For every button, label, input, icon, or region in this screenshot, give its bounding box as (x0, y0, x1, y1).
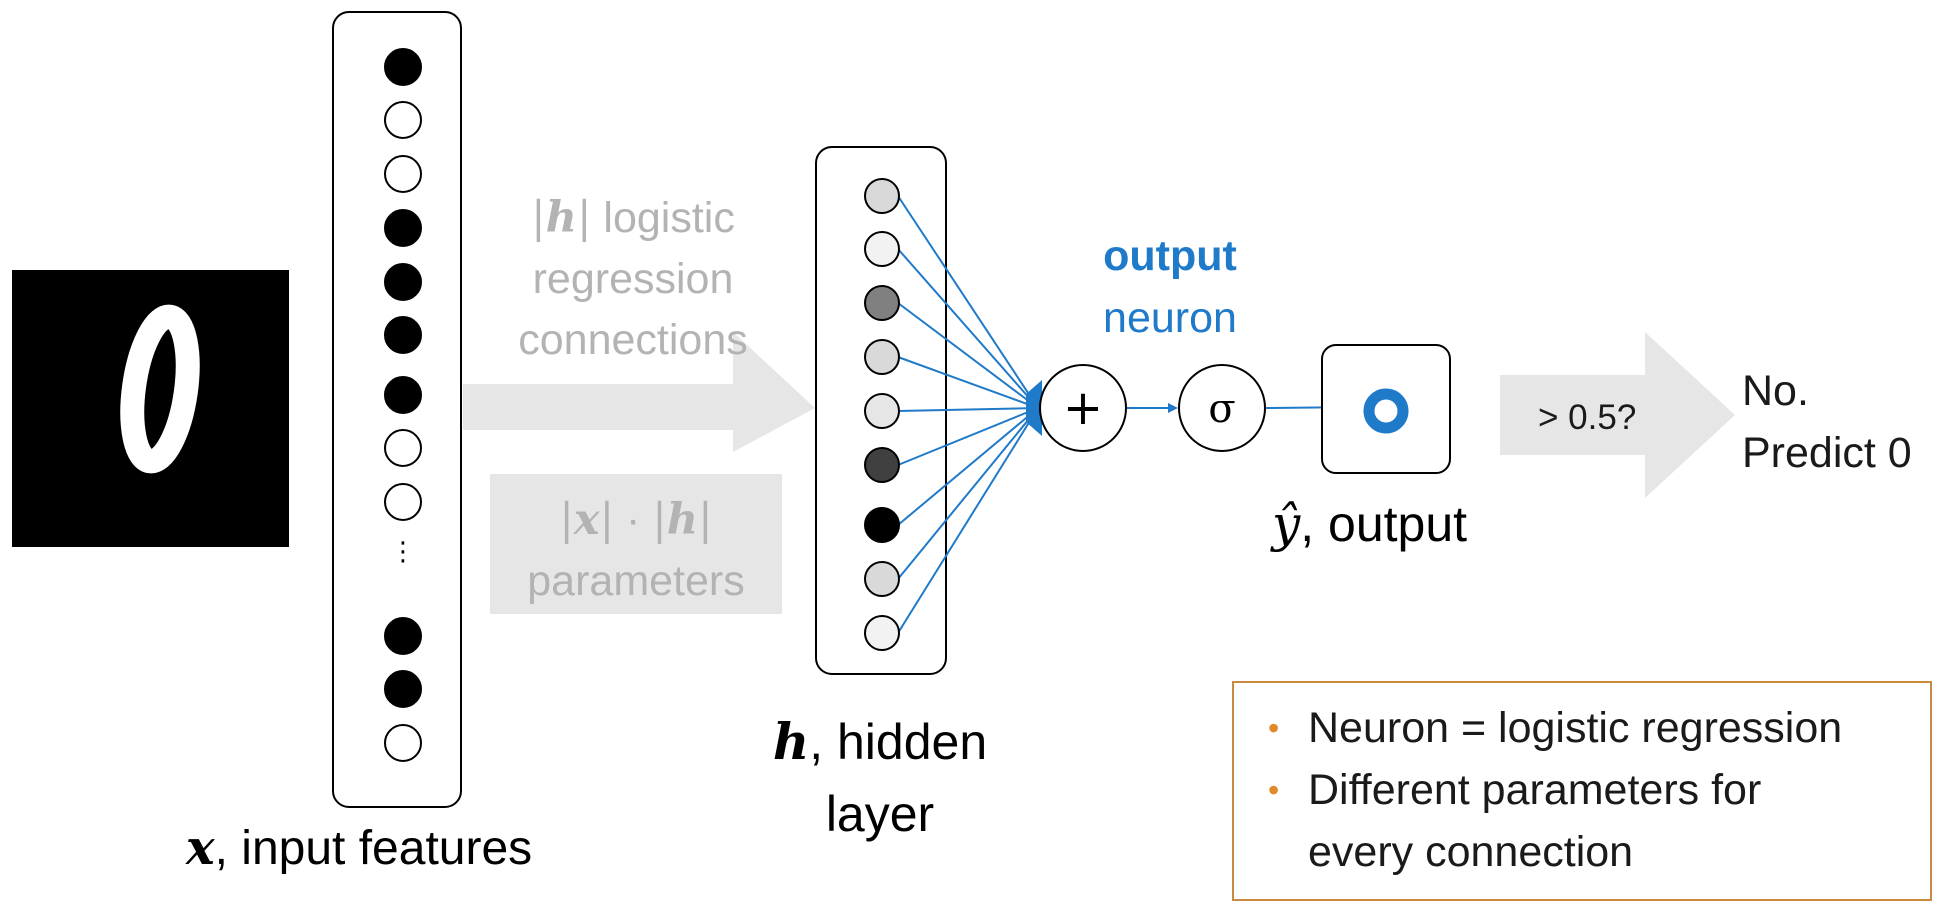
hidden-caption-text: , hidden (809, 714, 988, 770)
prediction-line2: Predict 0 (1742, 429, 1912, 477)
params-var-x: x (573, 495, 600, 545)
connections-line1: logistic (603, 194, 735, 242)
bullet-icon: • (1268, 772, 1280, 808)
hidden-connection-line (897, 407, 1039, 634)
neural-network-diagram: ⋮ + σ (12, 11, 1735, 808)
output-caption: ŷ, output (1272, 495, 1467, 553)
input-node (384, 429, 422, 467)
output-caption-text: , output (1300, 496, 1468, 552)
hidden-caption-line2: layer (825, 786, 935, 842)
note-text: Neuron = logistic regression (1308, 704, 1843, 752)
connections-arrow (463, 332, 815, 452)
abs-bar-left-h: | (652, 495, 667, 545)
note-item: every connection (1268, 821, 1930, 883)
sum-symbol: + (1063, 380, 1103, 436)
output-neuron-line1: output (1103, 232, 1237, 280)
hidden-connection-line (897, 407, 1039, 526)
parameters-box (490, 474, 782, 614)
note-item: • Neuron = logistic regression (1268, 697, 1930, 759)
connections-var: h (545, 193, 577, 243)
hidden-connection-line (897, 248, 1039, 409)
input-node (384, 155, 422, 193)
prediction-label: No. Predict 0 (1742, 360, 1912, 484)
input-node (384, 670, 422, 708)
note-item: • Different parameters for (1268, 759, 1930, 821)
abs-bar-left: | (531, 193, 546, 243)
notes-list: • Neuron = logistic regression • Different… (1234, 683, 1930, 883)
hidden-node (864, 447, 900, 483)
input-node (384, 617, 422, 655)
hidden-layer-caption: h, hidden layer (740, 706, 1020, 850)
output-neuron-label: output neuron (1060, 225, 1280, 349)
input-node (384, 48, 422, 86)
threshold-arrow (1500, 332, 1735, 498)
hidden-node (864, 285, 900, 321)
hidden-node (864, 507, 900, 543)
threshold-question: > 0.5? (1538, 398, 1637, 437)
hidden-connection-line (897, 195, 1039, 409)
input-nodes (384, 48, 422, 762)
output-var: ŷ (1272, 495, 1301, 553)
input-node (384, 724, 422, 762)
input-node (384, 316, 422, 354)
hidden-connection-line (897, 407, 1039, 412)
abs-bar-right: | (576, 193, 592, 243)
input-var: x (186, 820, 215, 876)
hidden-connection-line (897, 407, 1039, 580)
sigma-node (1178, 364, 1266, 452)
note-text: Different parameters for (1308, 766, 1762, 814)
output-node (1363, 388, 1409, 434)
input-node (384, 209, 422, 247)
parameters-text: parameters (527, 557, 745, 605)
input-node (384, 376, 422, 414)
input-features-caption: x, input features (186, 820, 532, 876)
prediction-line1: No. (1742, 367, 1809, 415)
connections-label: |h| logistic regression connections (488, 188, 778, 371)
output-neuron-line2: neuron (1103, 294, 1237, 342)
input-node (384, 483, 422, 521)
notes-box: • Neuron = logistic regression • Different… (1232, 681, 1932, 901)
hidden-node (864, 178, 900, 214)
connections-line3: connections (518, 316, 748, 364)
hidden-nodes (864, 178, 900, 651)
input-ellipsis: ⋮ (390, 537, 416, 567)
connection-arrowhead (1026, 380, 1042, 436)
hidden-to-neuron-connections (897, 195, 1042, 634)
hidden-node (864, 615, 900, 651)
hidden-connection-line (897, 302, 1039, 409)
abs-bar-right-h: | (698, 495, 713, 545)
params-var-h: h (666, 495, 699, 545)
params-dot: · (626, 496, 641, 544)
hidden-var: h (772, 712, 810, 771)
note-text: every connection (1308, 828, 1634, 876)
sum-node (1039, 364, 1127, 452)
digit-image (12, 270, 289, 547)
input-caption-text: , input features (214, 822, 533, 875)
input-node (384, 101, 422, 139)
hidden-connection-line (897, 356, 1039, 409)
bullet-icon: • (1268, 710, 1280, 746)
abs-bar-left-x: | (559, 495, 574, 545)
hidden-node (864, 561, 900, 597)
hidden-connection-line (897, 407, 1039, 466)
input-node (384, 263, 422, 301)
sigma-symbol: σ (1208, 386, 1235, 432)
hidden-node (864, 339, 900, 375)
parameters-label: |x| · |h| parameters (490, 490, 782, 612)
abs-bar-right-x: | (599, 495, 615, 545)
connections-line2: regression (532, 255, 734, 303)
hidden-node (864, 393, 900, 429)
hidden-node (864, 231, 900, 267)
